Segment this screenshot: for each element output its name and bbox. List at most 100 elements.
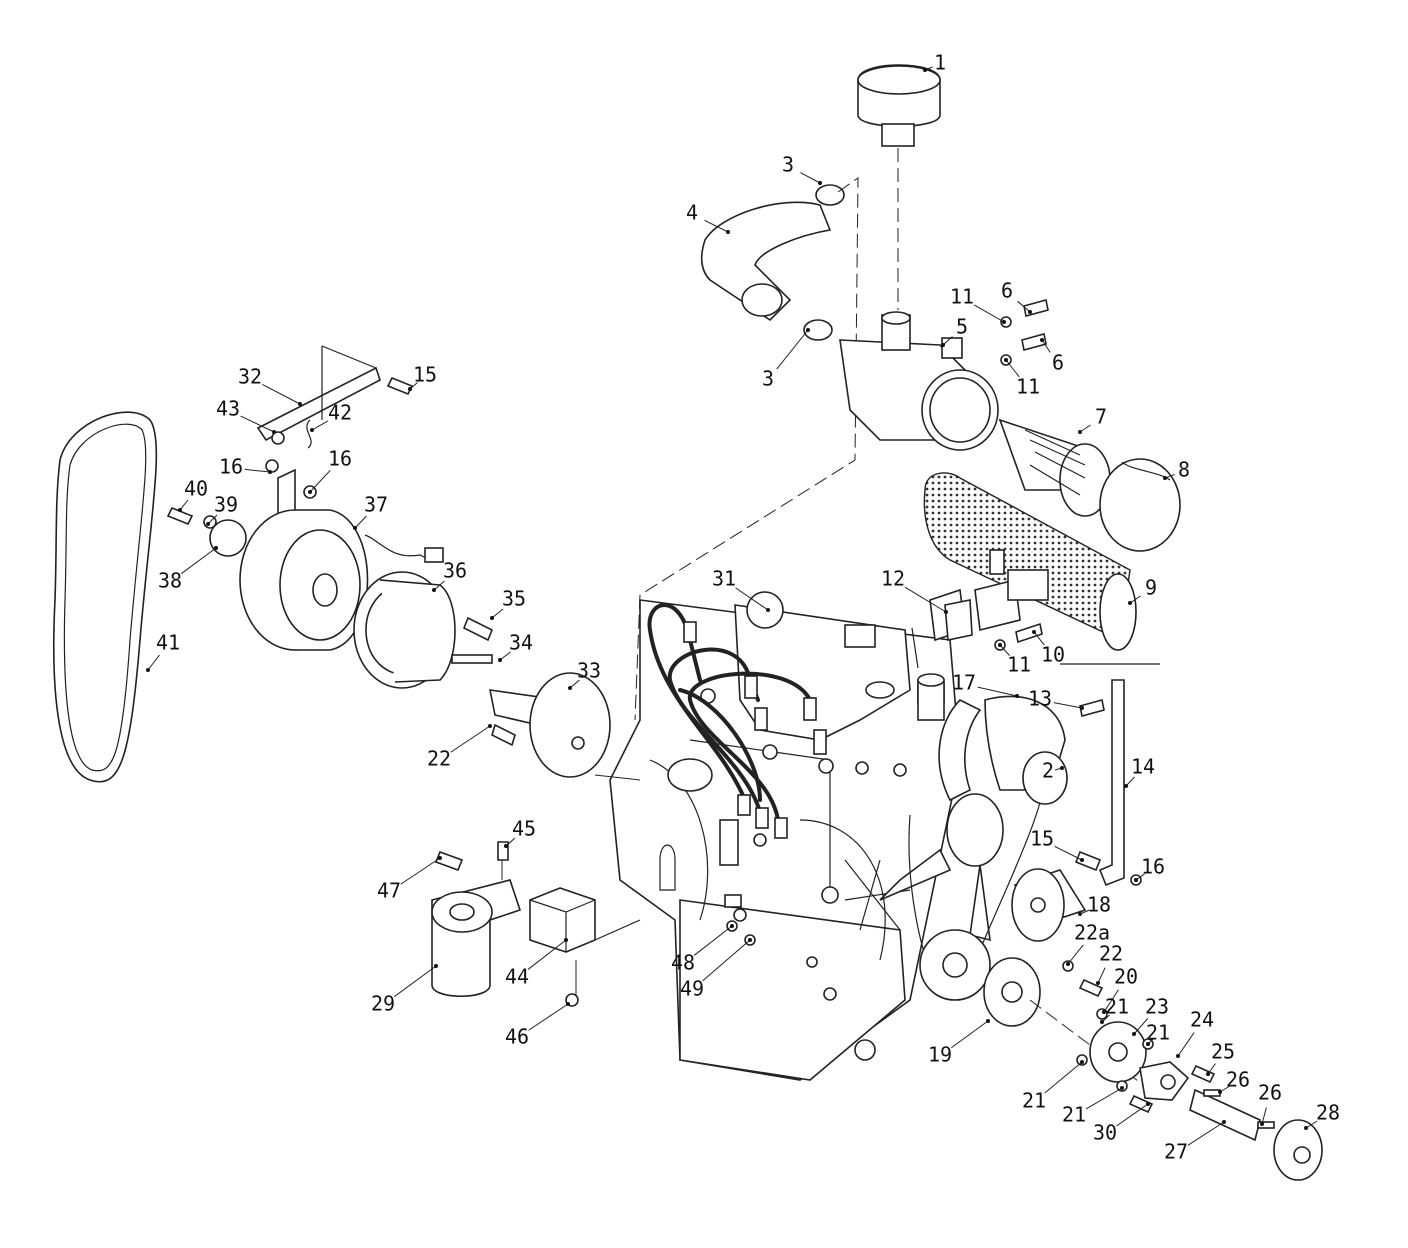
callout-c8: 8 <box>1178 458 1190 482</box>
callout-c39: 39 <box>214 493 238 517</box>
leader-c32 <box>262 384 301 405</box>
leader-c16b <box>309 469 331 493</box>
callout-c21c: 21 <box>1022 1089 1046 1113</box>
leader-dot-c28 <box>1304 1126 1308 1130</box>
leader-dot-c38 <box>214 546 218 550</box>
callout-c46: 46 <box>505 1025 529 1049</box>
callout-c49: 49 <box>680 977 704 1001</box>
leader-c11a <box>973 304 1005 323</box>
clutch-pulley <box>239 509 444 651</box>
leader-dot-c11b <box>1004 358 1008 362</box>
leader-c44 <box>527 939 567 970</box>
callout-c16a: 16 <box>219 455 243 479</box>
callout-c45: 45 <box>512 817 536 841</box>
muffler <box>923 472 1137 651</box>
leader-dot-c5 <box>941 343 945 347</box>
air-cleaner-body <box>839 311 999 451</box>
leader-c22aa <box>1067 944 1084 965</box>
leader-c27 <box>1187 1121 1225 1146</box>
leader-dot-c40 <box>178 508 182 512</box>
callout-c32: 32 <box>238 365 262 389</box>
leader-dot-c19 <box>986 1019 990 1023</box>
leader-lines <box>146 66 1318 1146</box>
leader-c39 <box>207 514 218 525</box>
leader-c22b <box>1097 967 1106 984</box>
leader-c4 <box>704 219 729 233</box>
leader-c49 <box>702 939 751 982</box>
leader-dot-c16a <box>268 470 272 474</box>
fan-assembly <box>879 673 1068 1001</box>
callout-c1: 1 <box>934 51 946 75</box>
leader-dot-c33 <box>568 686 572 690</box>
callout-c36: 36 <box>443 559 467 583</box>
leader-dot-c43 <box>272 430 276 434</box>
callout-c44: 44 <box>505 965 529 989</box>
callout-c15b: 15 <box>1030 827 1054 851</box>
leader-c21d <box>1085 1087 1123 1110</box>
leader-c41 <box>147 654 160 671</box>
leader-c42 <box>311 420 329 431</box>
leader-dot-c15a <box>408 387 412 391</box>
leader-c45 <box>505 837 516 847</box>
leader-c37 <box>354 515 367 529</box>
callout-c25: 25 <box>1211 1040 1235 1064</box>
callout-c9: 9 <box>1145 576 1157 600</box>
leader-dot-c11c <box>998 643 1002 647</box>
callout-c11a: 11 <box>950 285 974 309</box>
leader-dot-c16c <box>1134 878 1138 882</box>
callout-c19: 19 <box>928 1043 952 1067</box>
callout-c17: 17 <box>952 671 976 695</box>
leader-dot-c8 <box>1163 476 1167 480</box>
fuel-filter <box>431 879 522 998</box>
leader-c3a <box>800 172 821 184</box>
leader-dot-c21c <box>1080 1060 1084 1064</box>
leader-c6a <box>1017 300 1031 313</box>
callout-c13: 13 <box>1028 687 1052 711</box>
leader-dot-c3b <box>806 328 810 332</box>
leader-c31 <box>735 587 769 611</box>
leader-dot-c24 <box>1176 1054 1180 1058</box>
injector-lines <box>647 603 827 839</box>
callout-c35: 35 <box>502 587 526 611</box>
callout-c43: 43 <box>216 397 240 421</box>
callout-c31: 31 <box>712 567 736 591</box>
callout-c22a: 22 <box>427 747 451 771</box>
callout-c16b: 16 <box>328 447 352 471</box>
leader-dot-c22b <box>1096 981 1100 985</box>
shaft-adapter <box>451 654 641 781</box>
leader-dot-c29 <box>434 964 438 968</box>
leader-c35 <box>491 608 504 619</box>
leader-dot-c39 <box>206 522 210 526</box>
leader-dot-c22aa <box>1066 962 1070 966</box>
leader-dot-c46 <box>566 1002 570 1006</box>
leader-c12 <box>904 586 947 613</box>
callout-c10: 10 <box>1041 643 1065 667</box>
callout-c11c: 11 <box>1007 653 1031 677</box>
bracket-32 <box>256 345 381 449</box>
leader-dot-c22a <box>488 724 492 728</box>
leader-dot-c6a <box>1028 310 1032 314</box>
leader-dot-c31 <box>766 608 770 612</box>
leader-dot-c27 <box>1222 1120 1226 1124</box>
leader-dot-c49 <box>748 938 752 942</box>
leader-c30 <box>1116 1103 1149 1127</box>
callout-c15a: 15 <box>413 363 437 387</box>
mount-block <box>434 841 641 1007</box>
leader-c48 <box>693 925 733 956</box>
leader-dot-c13 <box>1080 706 1084 710</box>
callout-c41: 41 <box>156 631 180 655</box>
callout-c28: 28 <box>1316 1101 1340 1125</box>
leader-c5 <box>942 336 953 346</box>
leader-dot-c26b <box>1260 1122 1264 1126</box>
leader-c29 <box>393 965 437 998</box>
leader-c13 <box>1053 702 1083 709</box>
leader-dot-c35 <box>490 616 494 620</box>
callout-c2: 2 <box>1042 759 1054 783</box>
callout-c14: 14 <box>1131 755 1155 779</box>
leader-dot-c47 <box>438 856 442 860</box>
leader-dot-c42 <box>310 428 314 432</box>
leader-dot-c21b <box>1146 1042 1150 1046</box>
leader-dot-c3a <box>818 181 822 185</box>
leader-dot-c44 <box>564 938 568 942</box>
